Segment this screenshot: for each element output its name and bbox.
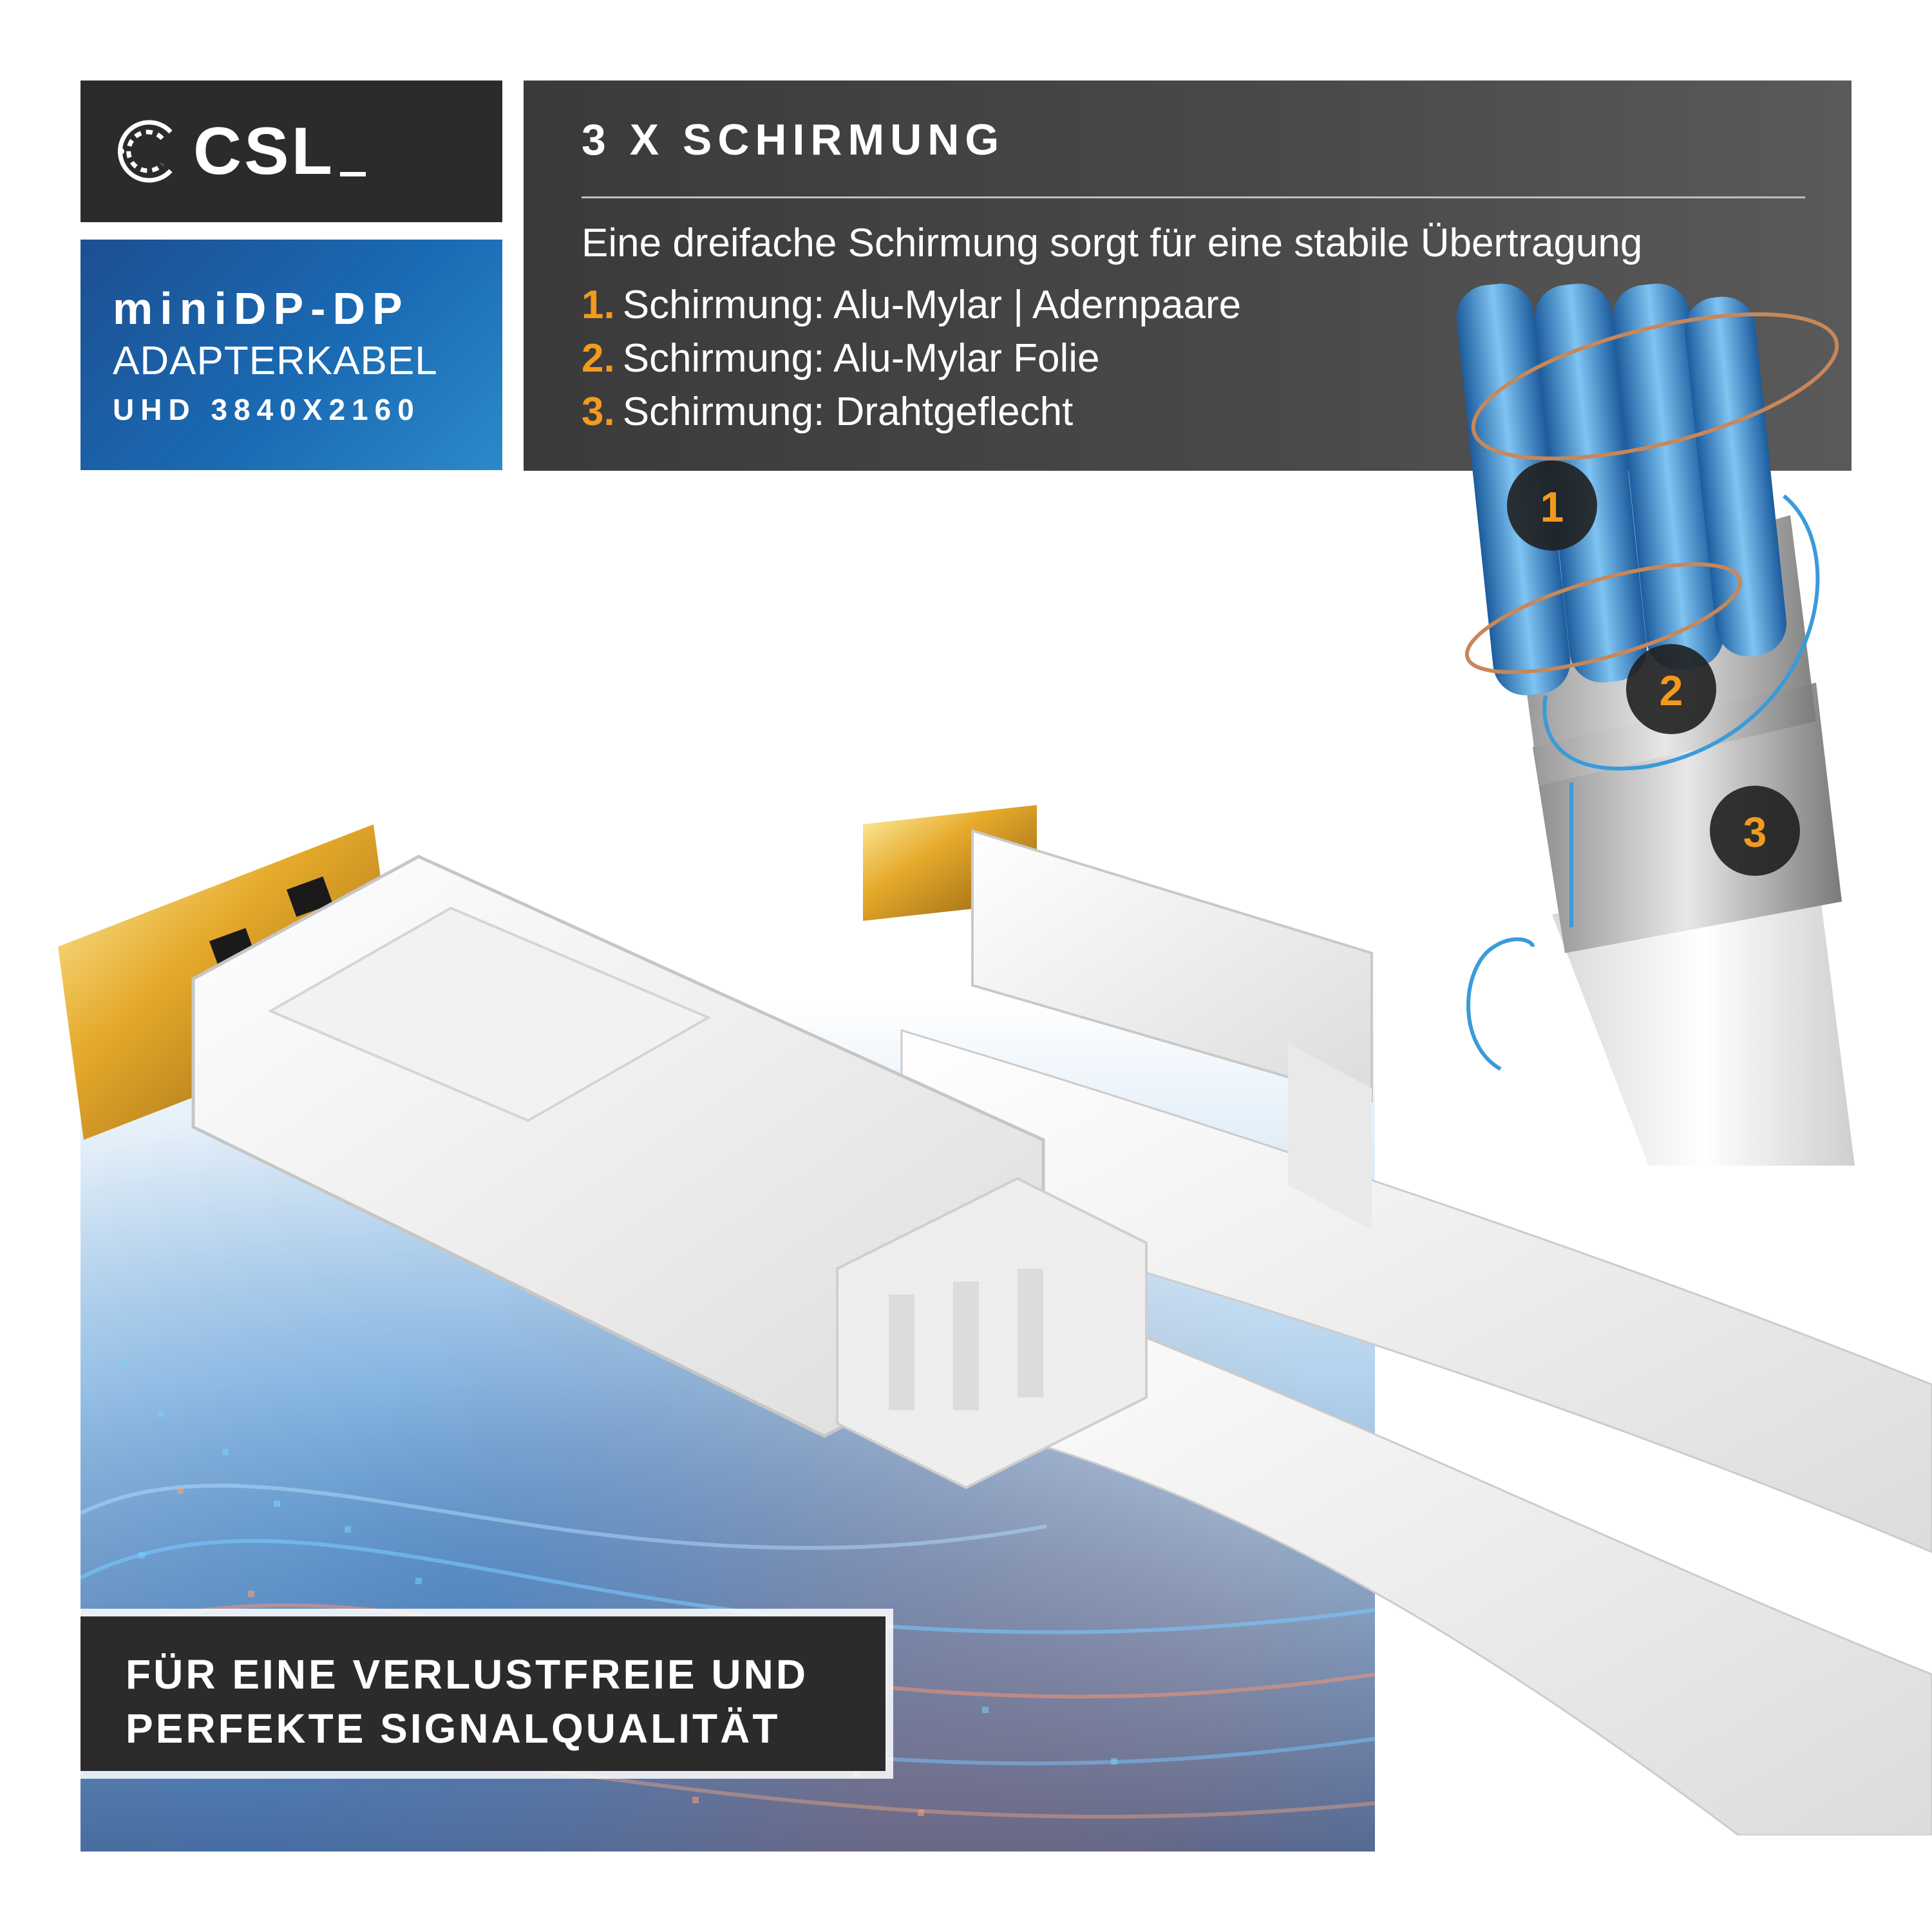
list-item: 3.Schirmung: Drahtgeflecht (582, 385, 1852, 439)
list-item: 1.Schirmung: Alu-Mylar | Adernpaare (582, 278, 1852, 332)
logo-text: CSL (193, 113, 335, 189)
product-name: miniDP-DP (113, 283, 410, 334)
list-item-number: 1. (582, 283, 615, 327)
shield-marker-1: 1 (1507, 460, 1597, 551)
logo-underscore (340, 171, 366, 176)
csl-swirl-icon (118, 120, 173, 183)
list-item-label: Schirmung: Drahtgeflecht (622, 390, 1074, 434)
claim-line-1: FÜR EINE VERLUSTFREIE UND (126, 1651, 809, 1698)
list-item-label: Schirmung: Alu-Mylar Folie (622, 336, 1100, 381)
list-item-label: Schirmung: Alu-Mylar | Adernpaare (622, 283, 1242, 327)
feature-subtitle: Eine dreifache Schirmung sorgt für eine … (582, 221, 1643, 265)
product-type: ADAPTERKABEL (113, 339, 438, 383)
product-resolution: UHD 3840X2160 (113, 393, 421, 426)
list-item-number: 2. (582, 336, 615, 381)
claim-line-2: PERFEKTE SIGNALQUALITÄT (126, 1705, 781, 1752)
shield-marker-3: 3 (1710, 786, 1800, 876)
list-item-number: 3. (582, 390, 615, 434)
brand-logo-block: CSL (80, 80, 502, 222)
feature-list: 1.Schirmung: Alu-Mylar | Adernpaare 2.Sc… (582, 278, 1852, 439)
shielded-cable-cross-section: 1 2 3 (1455, 283, 1855, 1166)
marker-label: 3 (1743, 808, 1767, 856)
marker-label: 2 (1660, 667, 1683, 714)
signal-quality-claim: FÜR EINE VERLUSTFREIE UND PERFEKTE SIGNA… (73, 1609, 893, 1779)
feature-divider (582, 196, 1805, 198)
feature-title: 3 X SCHIRMUNG (582, 115, 1005, 164)
marker-label: 1 (1540, 483, 1564, 531)
product-info-block: miniDP-DP ADAPTERKABEL UHD 3840X2160 (80, 240, 502, 470)
shield-marker-2: 2 (1626, 644, 1716, 734)
list-item: 2.Schirmung: Alu-Mylar Folie (582, 332, 1852, 385)
displayport-connector-icon (0, 741, 1932, 1837)
